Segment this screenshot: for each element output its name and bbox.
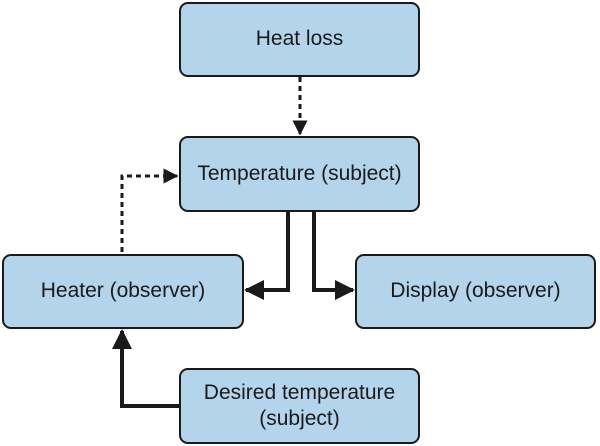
- node-temperature-subject: Temperature (subject): [179, 136, 420, 212]
- edge-desired-temperature-to-heater: [112, 329, 179, 408]
- node-desired-temperature-subject: Desired temperature (subject): [179, 368, 420, 444]
- node-heat-loss: Heat loss: [179, 2, 420, 77]
- edge-temperature-to-heater: [244, 212, 290, 300]
- node-heater-observer: Heater (observer): [2, 254, 244, 329]
- edge-temperature-to-display: [312, 212, 355, 300]
- edge-heater-to-temperature: [120, 168, 179, 252]
- node-display-observer: Display (observer): [355, 254, 596, 329]
